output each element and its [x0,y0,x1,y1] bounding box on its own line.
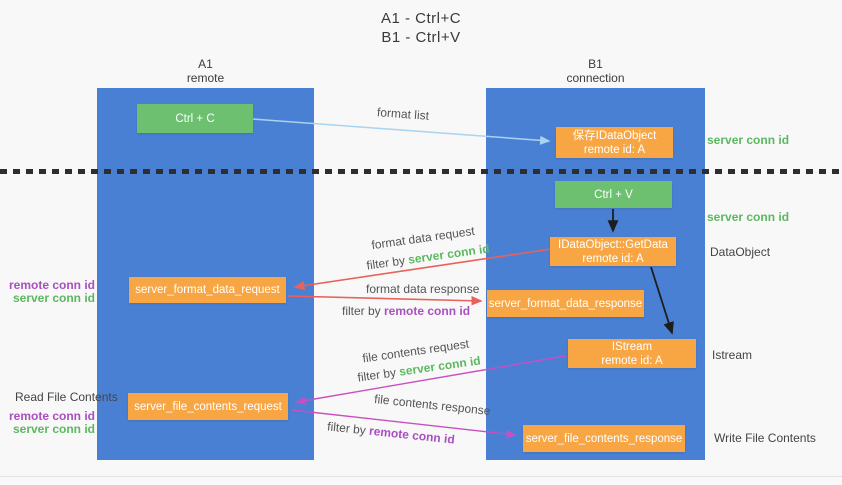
lane-b1-subtitle: connection [566,71,625,85]
title-line-2: B1 - Ctrl+V [381,29,461,46]
filter-by-remote-conn-id-label-1: filter by remote conn id [342,304,470,318]
node-istream-line2: remote id: A [601,354,663,367]
istream-label: Istream [712,348,753,362]
node-format-response-label: server_format_data_response [488,297,643,310]
node-ctrl-v: Ctrl + V [555,181,672,208]
node-save-idataobject: 保存IDataObject remote id: A [556,127,673,158]
filter-by-text: filter by [342,304,385,318]
lane-a1-name: A1 [198,57,213,71]
remote-conn-id-label: remote conn id [8,278,95,292]
format-data-response-label: format data response [366,282,480,296]
write-file-contents-label: Write File Contents [714,431,816,445]
lane-a1-subtitle: remote [186,71,225,85]
server-conn-id-label-top: server conn id [707,133,790,147]
node-server-file-contents-response: server_file_contents_response [523,425,685,452]
node-istream: IStream remote id: A [568,339,696,368]
lane-b1-name: B1 [588,57,603,71]
dotted-separator-line [0,169,842,174]
diagram-title: A1 - Ctrl+C B1 - Ctrl+V [0,9,842,47]
node-server-format-data-response: server_format_data_response [487,290,644,317]
node-server-format-data-request: server_format_data_request [129,277,286,303]
format-data-request-arrow [293,248,552,291]
dataobject-label: DataObject [710,245,771,259]
bottom-edge-line [0,476,842,477]
file-contents-request-arrow [295,355,566,405]
lane-header-b1: B1 connection [486,57,705,85]
lane-header-a1: A1 remote [97,57,314,85]
node-file-response-label: server_file_contents_response [525,432,683,445]
read-file-contents-label: Read File Contents [15,390,118,404]
remote-conn-id-label: remote conn id [8,409,95,423]
node-server-file-contents-request: server_file_contents_request [128,393,288,420]
node-ctrl-c: Ctrl + C [137,104,253,133]
node-istream-line1: IStream [611,340,653,353]
node-save-idataobject-line1: 保存IDataObject [572,129,657,142]
node-idataobject-getdata: IDataObject::GetData remote id: A [550,237,676,266]
remote-conn-id-text: remote conn id [384,304,471,318]
format-list-arrow [252,118,551,145]
left-conn-id-group-bottom: remote conn id server conn id [0,410,95,436]
node-getdata-line1: IDataObject::GetData [558,238,668,251]
getdata-to-istream-arrow [650,266,674,335]
server-conn-id-label: server conn id [12,422,95,436]
server-conn-id-label: server conn id [12,291,95,305]
server-conn-id-label-mid: server conn id [707,210,790,224]
file-contents-response-arrow [291,409,517,439]
node-getdata-line2: remote id: A [582,252,644,265]
node-format-request-label: server_format_data_request [135,284,280,296]
node-ctrl-v-label: Ctrl + V [594,188,633,201]
node-save-idataobject-line2: remote id: A [583,143,646,156]
left-conn-id-group-mid: remote conn id server conn id [0,279,95,305]
format-data-response-arrow [287,295,483,306]
node-file-request-label: server_file_contents_request [134,400,282,413]
node-ctrl-c-label: Ctrl + C [175,112,215,125]
title-line-1: A1 - Ctrl+C [380,10,462,27]
